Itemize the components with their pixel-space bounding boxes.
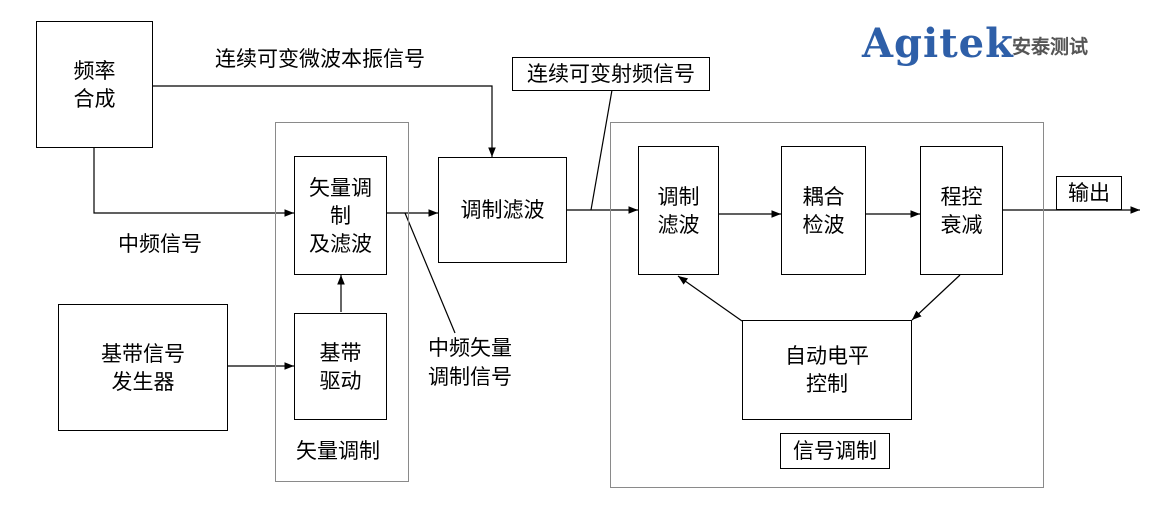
freq-synth-block: 频率 合成 bbox=[36, 21, 153, 148]
block-label: 自动电平 bbox=[785, 344, 869, 368]
block-label: 控制 bbox=[806, 372, 848, 396]
mod-filter-inner-block: 调制 滤波 bbox=[638, 146, 719, 275]
agitek-logo: Agitek bbox=[862, 20, 1014, 67]
block-label: 合成 bbox=[73, 86, 116, 111]
vector-mod-group-label: 矢量调制 bbox=[296, 439, 380, 463]
vector-mod-group bbox=[275, 122, 409, 482]
block-label: 制 bbox=[330, 203, 351, 228]
feedback-line-1 bbox=[911, 274, 961, 321]
block-label: 检波 bbox=[802, 212, 845, 237]
agitek-logo-chinese: 安泰测试 bbox=[1012, 36, 1089, 58]
output-tag: 输出 bbox=[1056, 176, 1122, 210]
signal-cond-tag: 信号调制 bbox=[780, 433, 890, 469]
block-label: 基带信号 bbox=[101, 341, 185, 366]
lo-signal-line bbox=[153, 85, 496, 157]
block-label: 发生器 bbox=[111, 369, 175, 394]
block-label: 频率 bbox=[73, 58, 116, 83]
if-vector-leader bbox=[404, 212, 456, 334]
block-label: 程控 bbox=[940, 184, 983, 209]
mod-filter-main-block: 调制滤波 bbox=[438, 157, 567, 263]
prog-atten-block: 程控 衰减 bbox=[920, 146, 1003, 275]
feedback-line-2 bbox=[677, 275, 743, 322]
block-label: 耦合 bbox=[802, 184, 845, 209]
rf-leader bbox=[590, 89, 613, 211]
couple-detect-block: 耦合 检波 bbox=[781, 146, 866, 275]
signal-cond-group bbox=[610, 122, 1044, 488]
if-vector-label-1: 中频矢量 bbox=[428, 336, 512, 360]
block-label: 矢量调 bbox=[309, 175, 372, 200]
baseband-driver-block: 基带 驱动 bbox=[294, 313, 387, 420]
block-label: 调制 bbox=[657, 184, 700, 209]
block-label: 基带 bbox=[319, 340, 362, 365]
block-label: 及滤波 bbox=[309, 231, 372, 256]
if-signal-line bbox=[93, 148, 294, 217]
lo-signal-label: 连续可变微波本振信号 bbox=[215, 47, 425, 71]
rf-signal-tag: 连续可变射频信号 bbox=[512, 57, 710, 91]
if-vector-label-2: 调制信号 bbox=[428, 365, 512, 389]
block-label: 调制滤波 bbox=[460, 198, 545, 222]
vector-mod-filter-block: 矢量调 制 及滤波 bbox=[294, 156, 387, 275]
block-label: 驱动 bbox=[319, 368, 362, 393]
block-label: 滤波 bbox=[657, 212, 700, 237]
if-signal-label: 中频信号 bbox=[118, 232, 202, 256]
baseband-gen-block: 基带信号 发生器 bbox=[58, 304, 228, 431]
alc-block: 自动电平 控制 bbox=[742, 320, 912, 420]
block-label: 衰减 bbox=[940, 212, 983, 237]
